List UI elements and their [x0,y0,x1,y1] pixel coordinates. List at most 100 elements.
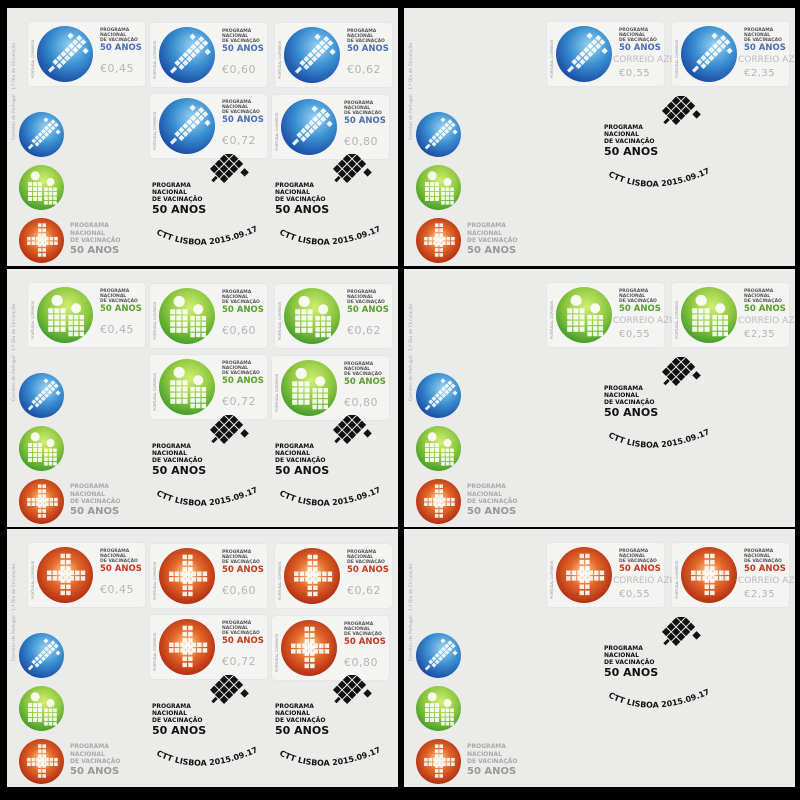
stamp-value: €2,35 [744,589,776,600]
title-line: PROGRAMA [222,29,252,34]
title-line: NACIONAL [619,554,646,559]
red-emblem-icon [291,626,330,669]
title-line: DE VACINAÇÃO [222,110,260,115]
stamp-value: €0,45 [100,323,134,336]
svg-text:CTT LISBOA 2015.09.17: CTT LISBOA 2015.09.17 [155,224,259,246]
title-line: PROGRAMA [70,222,109,229]
stamp-value: €0,62 [347,63,381,76]
title-line: NACIONAL [344,367,371,372]
title-line: PROGRAMA [222,550,252,555]
stamp-issuer: PORTUGAL CORREIOS [153,372,157,411]
stamp-issuer: PORTUGAL CORREIOS [153,40,157,79]
stamp-value: €2,35 [744,68,776,79]
title-line: DE VACINAÇÃO [604,659,655,666]
title-line: DE VACINAÇÃO [222,300,260,305]
title-line: NACIONAL [344,627,371,632]
title-line: NACIONAL [744,294,771,299]
title-anos: 50 ANOS [100,304,142,314]
stamp-issuer: PORTUGAL CORREIOS [275,373,279,412]
cover-emblem-red [19,479,64,524]
stamp-emblem [556,287,612,343]
cover-emblem-red [19,218,64,263]
postmark-date: CTT LISBOA 2015.09.17 [278,485,382,507]
title-anos: 50 ANOS [222,565,264,575]
red-emblem-icon [424,223,455,257]
postmark-syringe-icon: CTT LISBOA 2015.09.17 [278,154,382,247]
postmark-date: CTT LISBOA 2015.09.17 [607,166,711,188]
red-emblem-icon [169,625,208,668]
title-line: NACIONAL [604,392,639,399]
postmark-syringe-icon: CTT LISBOA 2015.09.17 [155,415,259,508]
cover-emblem-green [416,426,461,471]
postmark-date: CTT LISBOA 2015.09.17 [155,485,259,507]
stamp-issuer: PORTUGAL CORREIOS [278,301,282,340]
title-line: PROGRAMA [347,290,377,295]
title-line: PROGRAMA [275,443,314,450]
red-emblem-icon [47,553,86,596]
cover-emblem-green [416,165,461,210]
red-emblem-icon [424,484,455,518]
title-line: NACIONAL [70,490,105,498]
title-anos: 50 ANOS [604,666,659,679]
title-anos: 50 ANOS [619,304,661,314]
title-line: PROGRAMA [467,743,506,750]
stamp-value: €0,45 [100,62,134,75]
title-anos: 50 ANOS [344,116,386,126]
title-line: PROGRAMA [222,100,252,105]
postmark-date: CTT LISBOA 2015.09.17 [607,687,711,709]
blue-emblem-icon [291,105,333,146]
stamp-value: €2,35 [744,329,776,340]
stamp-issuer: PORTUGAL CORREIOS [675,300,679,339]
title-anos: 50 ANOS [152,464,207,477]
stamp-emblem [681,287,737,343]
stamp-issuer: PORTUGAL CORREIOS [550,560,554,599]
stamp-value: €0,72 [222,134,256,147]
title-anos: 50 ANOS [275,464,330,477]
stamp-issuer: PORTUGAL CORREIOS [153,111,157,150]
title-line: PROGRAMA [275,182,314,189]
stamp-emblem [281,620,337,676]
cover-emblem-blue [416,633,461,678]
title-line: DE VACINAÇÃO [100,299,138,304]
stamp-emblem [284,27,340,83]
stamp-value: €0,80 [344,135,378,148]
title-line: PROGRAMA [604,124,643,131]
title-line: DE VACINAÇÃO [619,38,657,43]
title-line: DE VACINAÇÃO [222,371,260,376]
red-emblem-icon [424,744,455,778]
green-emblem-icon [48,294,85,337]
title-anos: 50 ANOS [100,43,142,53]
blue-emblem-icon [424,638,458,671]
stamp-issuer: PORTUGAL CORREIOS [31,39,35,78]
title-line: DE VACINAÇÃO [619,559,657,564]
title-line: NACIONAL [467,229,502,237]
cover-imprint: Correios de Portugal · 1.º Dia de Circul… [12,42,17,140]
green-emblem-icon [295,295,332,338]
title-line: DE VACINAÇÃO [70,237,121,244]
title-anos: 50 ANOS [467,765,517,777]
svg-text:CTT LISBOA 2015.09.17: CTT LISBOA 2015.09.17 [278,485,382,507]
title-line: DE VACINAÇÃO [344,372,382,377]
stamp-issuer: PORTUGAL CORREIOS [550,300,554,339]
title-anos: 50 ANOS [100,564,142,574]
